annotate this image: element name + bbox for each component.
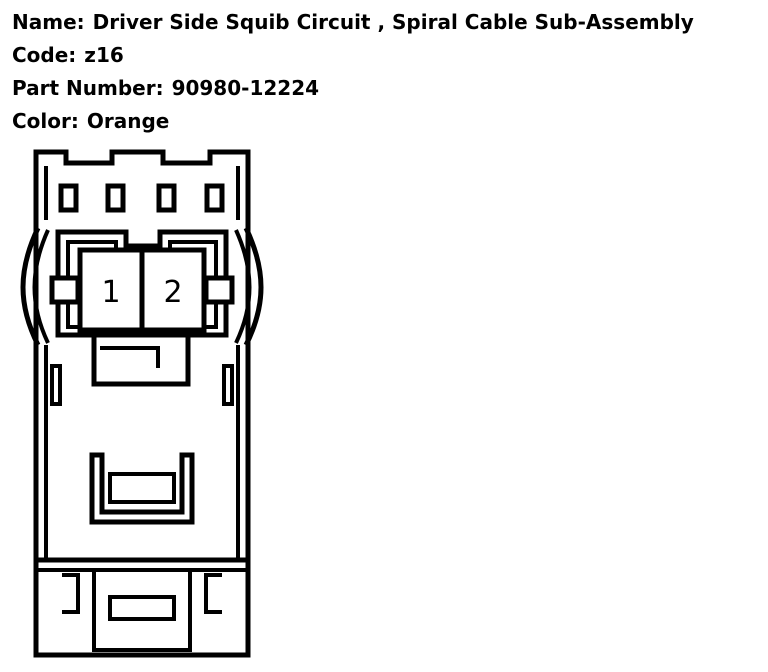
left-latch bbox=[49, 275, 81, 305]
right-side-bulge-inner bbox=[234, 229, 252, 344]
pin-2-label: 2 bbox=[163, 275, 182, 310]
top-window-2 bbox=[105, 183, 126, 213]
code-value: z16 bbox=[84, 43, 124, 67]
left-side-slot bbox=[50, 364, 62, 406]
color-row: Color: Orange bbox=[12, 105, 694, 138]
left-side-bulge bbox=[20, 226, 41, 347]
housing-inner-walls bbox=[44, 345, 240, 560]
terminal-lower-step-inner bbox=[100, 346, 160, 368]
part-number-label: Part Number: bbox=[12, 76, 164, 100]
right-side-slot bbox=[222, 364, 234, 406]
part-number-row: Part Number: 90980-12224 bbox=[12, 72, 694, 105]
connector-info: Name: Driver Side Squib Circuit , Spiral … bbox=[12, 6, 694, 138]
housing-inner-top bbox=[44, 166, 240, 220]
bottom-center-block bbox=[92, 568, 192, 652]
right-side-bulge bbox=[243, 226, 264, 347]
bottom-right-bracket bbox=[204, 573, 222, 614]
top-window-1 bbox=[58, 183, 79, 213]
right-latch bbox=[203, 275, 235, 305]
terminal-lower-step bbox=[91, 330, 191, 387]
connector-housing-outline bbox=[33, 149, 251, 658]
name-row: Name: Driver Side Squib Circuit , Spiral … bbox=[12, 6, 694, 39]
terminal-2-box bbox=[139, 247, 207, 333]
name-value: Driver Side Squib Circuit , Spiral Cable… bbox=[92, 10, 694, 34]
code-row: Code: z16 bbox=[12, 39, 694, 72]
bottom-left-bracket bbox=[62, 573, 80, 614]
top-window-4 bbox=[204, 183, 225, 213]
color-value: Orange bbox=[86, 109, 170, 133]
part-number-value: 90980-12224 bbox=[171, 76, 320, 100]
bottom-center-slot bbox=[108, 595, 176, 621]
left-side-bulge-inner bbox=[32, 229, 50, 344]
code-label: Code: bbox=[12, 43, 77, 67]
color-label: Color: bbox=[12, 109, 79, 133]
pin-1-label: 1 bbox=[101, 275, 120, 310]
lock-window-inner bbox=[108, 472, 176, 504]
top-window-3 bbox=[156, 183, 177, 213]
name-label: Name: bbox=[12, 10, 85, 34]
lock-window-outer bbox=[89, 452, 195, 525]
cavity-frame bbox=[55, 229, 229, 338]
